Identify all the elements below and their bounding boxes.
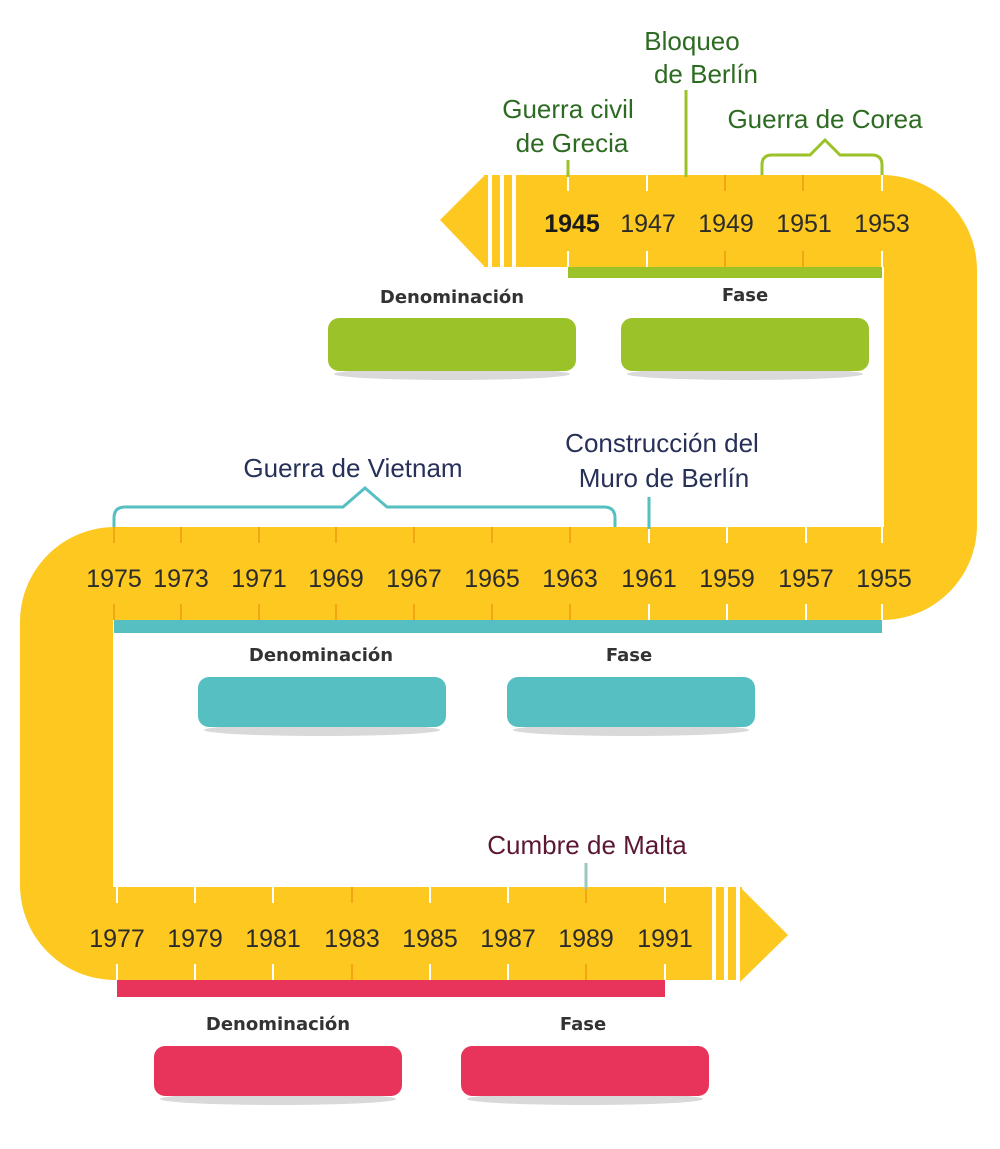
year-label: 1991 [637, 925, 693, 953]
year-label: 1965 [464, 565, 520, 593]
denominacion-input[interactable] [154, 1046, 402, 1096]
fase-input[interactable] [621, 318, 869, 371]
event-label: de Grecia [516, 128, 629, 158]
year-label: 1949 [698, 210, 754, 238]
denominacion-label: Denominación [380, 287, 524, 308]
year-label: 1975 [86, 565, 142, 593]
year-label: 1961 [621, 565, 677, 593]
denominacion-label: Denominación [206, 1014, 350, 1035]
fase-label: Fase [560, 1014, 606, 1035]
start-arrow [440, 175, 485, 267]
fase-input[interactable] [461, 1046, 709, 1096]
year-label: 1985 [402, 925, 458, 953]
year-label: 1967 [386, 565, 442, 593]
band-left-curve [20, 527, 117, 980]
band-row-2 [112, 527, 884, 620]
fase-input[interactable] [507, 677, 755, 727]
phase-bar [117, 980, 665, 997]
end-stripes [712, 887, 740, 980]
year-label: 1955 [856, 565, 912, 593]
year-label: 1951 [776, 210, 832, 238]
event-bracket [112, 486, 617, 527]
event-label: Guerra de Corea [727, 104, 923, 134]
year-label: 1947 [620, 210, 676, 238]
denominacion-input[interactable] [198, 677, 446, 727]
year-label: 1959 [699, 565, 755, 593]
row-2-ticks [113, 527, 883, 620]
fase-label: Fase [606, 645, 652, 666]
event-label: Guerra de Vietnam [243, 453, 462, 483]
band-row-3 [112, 887, 742, 980]
year-label: 1981 [245, 925, 301, 953]
event-label: Guerra civil [502, 94, 633, 124]
event-label: Bloqueo [644, 26, 739, 56]
event-label: Construcción del [565, 428, 759, 458]
end-arrow [740, 887, 788, 982]
row-1-ticks [567, 175, 883, 267]
start-stripes [488, 175, 516, 267]
row-3-ticks [116, 887, 666, 980]
year-label: 1977 [89, 925, 145, 953]
band-right-curve [880, 175, 977, 620]
year-label: 1957 [778, 565, 834, 593]
year-label: 1989 [558, 925, 614, 953]
year-label: 1971 [231, 565, 287, 593]
event-bracket [760, 137, 884, 175]
year-label: 1969 [308, 565, 364, 593]
phase-bar [568, 267, 882, 278]
band-row-1 [484, 175, 886, 267]
timeline-band [20, 175, 977, 982]
fase-label: Fase [722, 285, 768, 306]
year-label: 1973 [153, 565, 209, 593]
year-label: 1953 [854, 210, 910, 238]
denominacion-label: Denominación [249, 645, 393, 666]
row-2: 1975 1973 1971 1969 1967 1965 1963 1961 … [86, 428, 912, 736]
denominacion-input[interactable] [328, 318, 576, 371]
year-label: 1983 [324, 925, 380, 953]
event-label: Muro de Berlín [579, 463, 750, 493]
event-label: Cumbre de Malta [487, 830, 687, 860]
phase-bar [114, 620, 882, 633]
year-label: 1945 [544, 210, 600, 238]
event-label: de Berlín [654, 59, 758, 89]
row-1: 1945 1947 1949 1951 1953 Guerra civil de… [328, 26, 923, 380]
year-label: 1963 [542, 565, 598, 593]
row-3: 1977 1979 1981 1983 1985 1987 1989 1991 … [89, 830, 709, 1105]
year-label: 1987 [480, 925, 536, 953]
year-label: 1979 [167, 925, 223, 953]
